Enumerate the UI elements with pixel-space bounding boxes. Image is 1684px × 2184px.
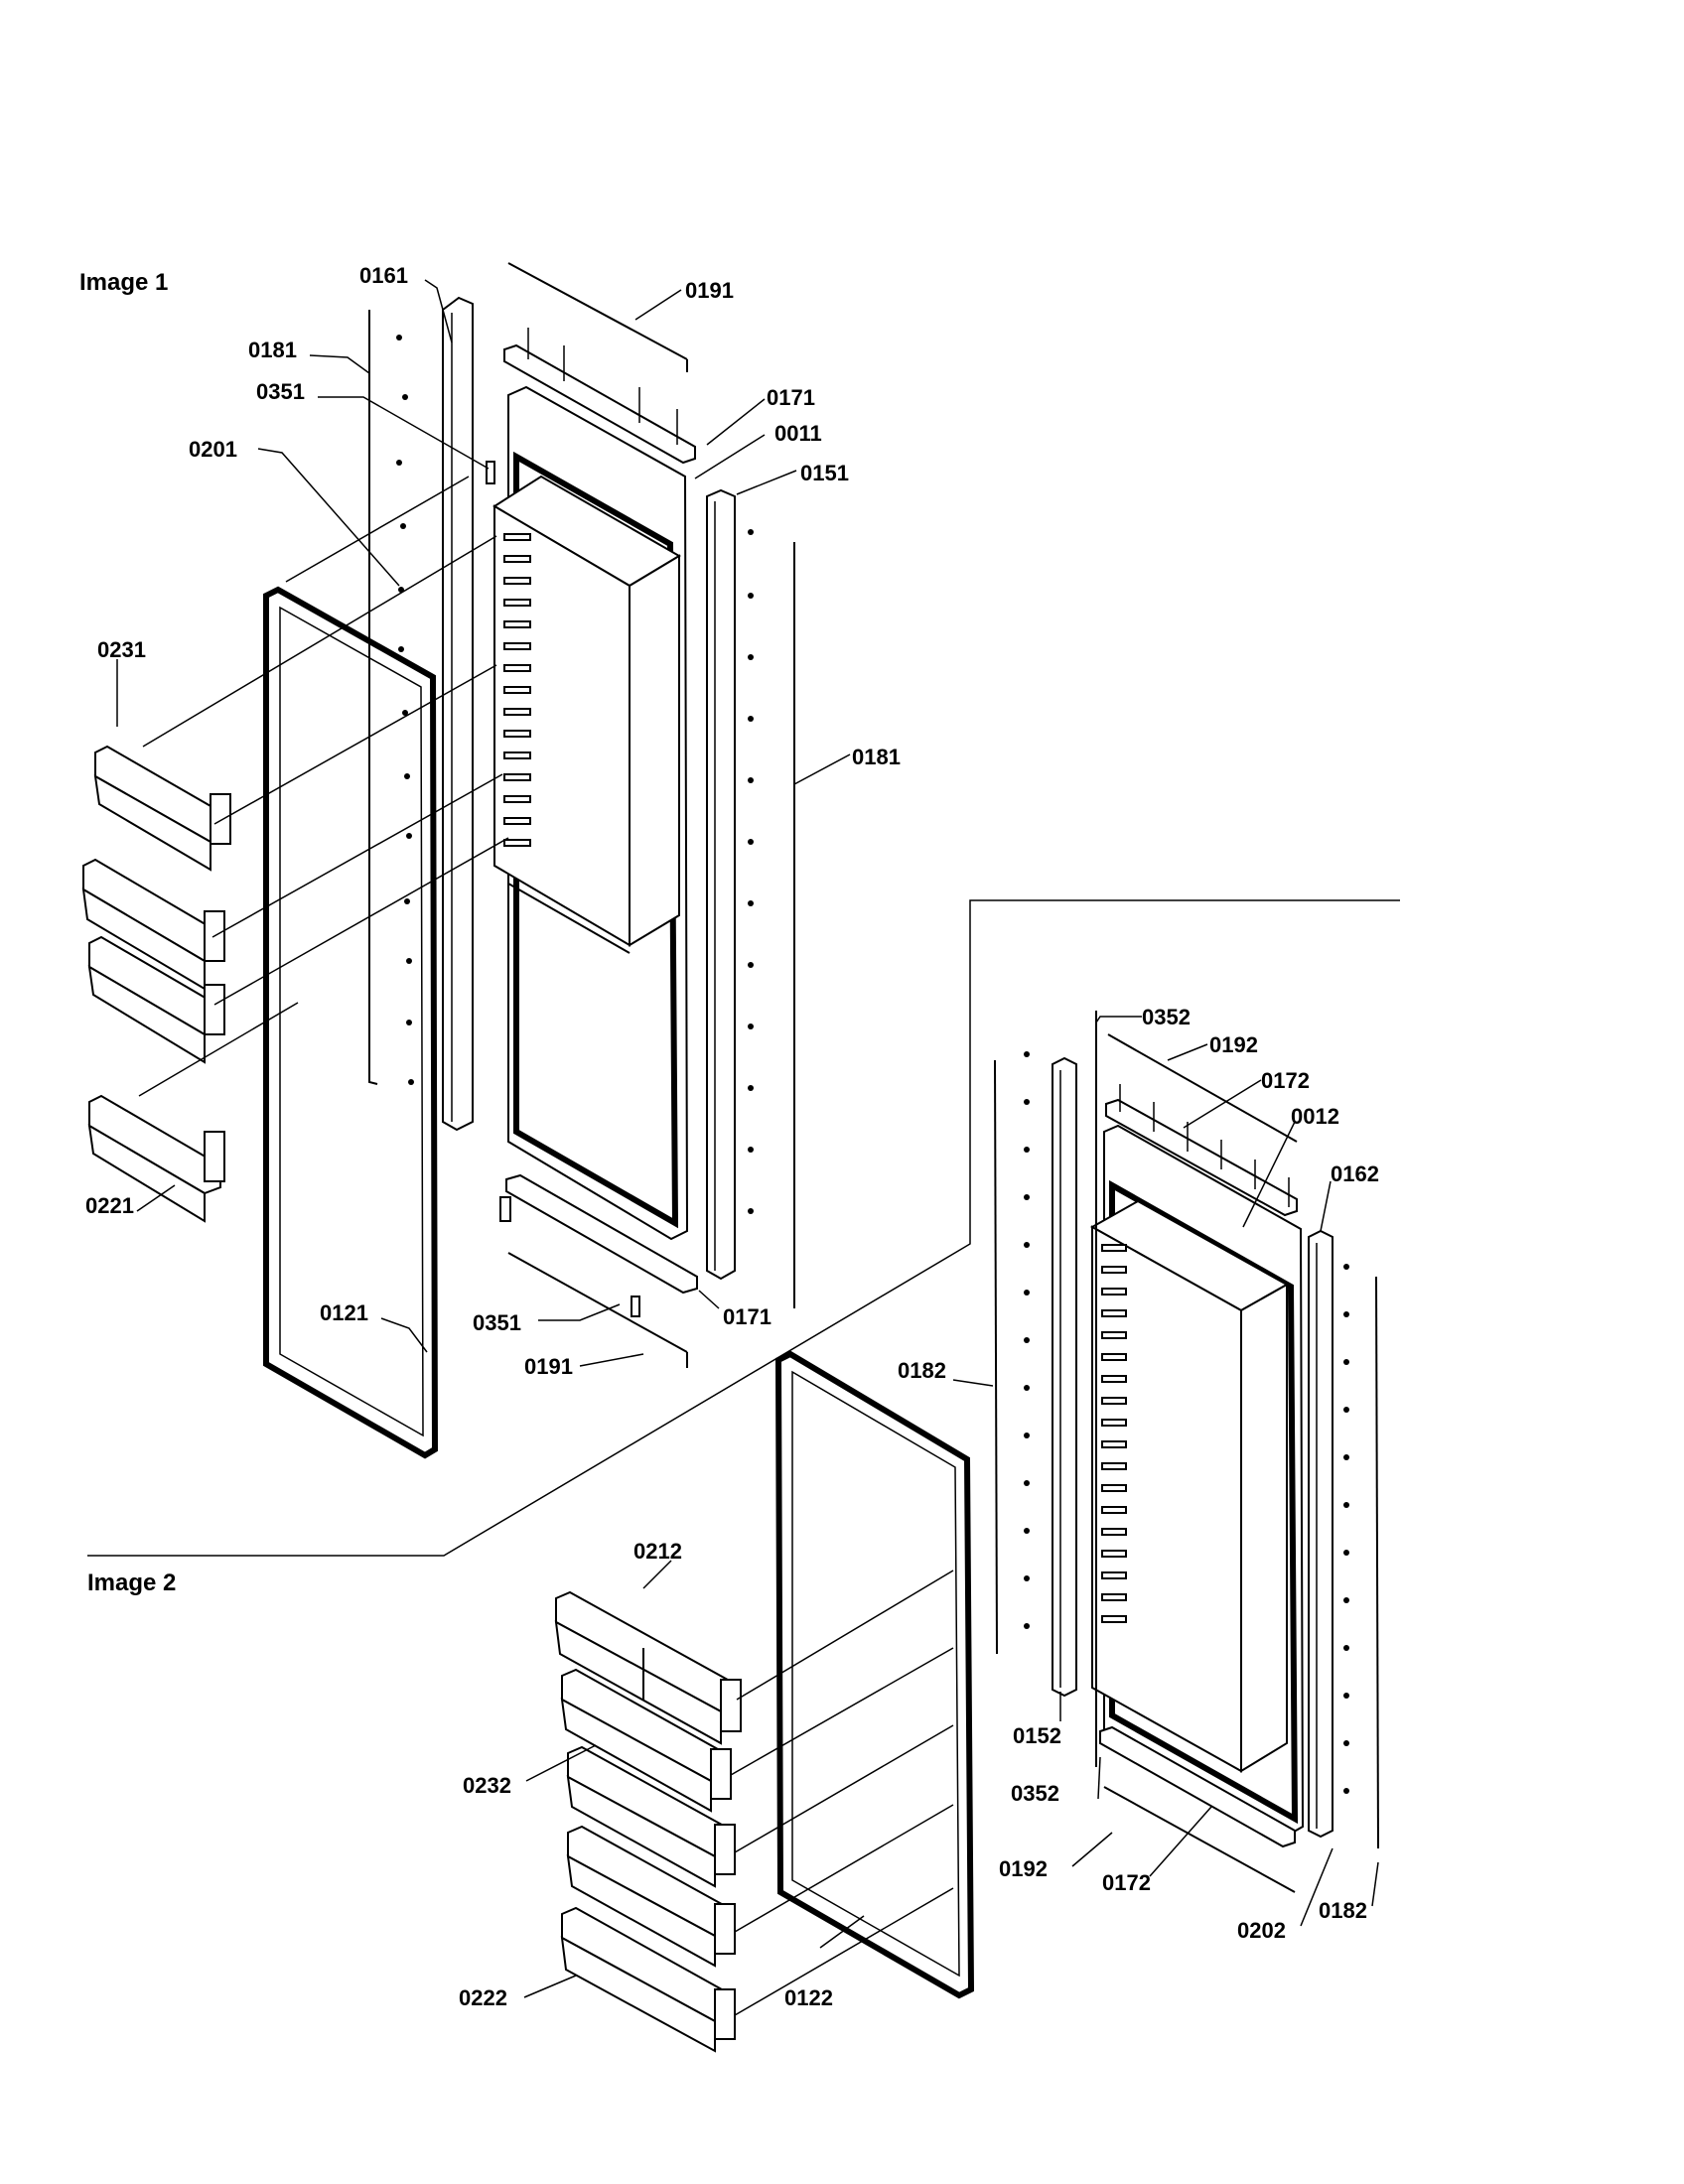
door-bin-4-image-2 <box>566 1825 736 1968</box>
hinge-strip-0161 <box>442 296 474 1132</box>
label-0191-bottom: 0191 <box>524 1354 573 1379</box>
label-0152: 0152 <box>1013 1723 1061 1748</box>
label-0151: 0151 <box>800 461 849 485</box>
door-gasket-inner-2 <box>791 1370 960 1978</box>
door-bin-0222 <box>560 1906 736 2053</box>
stop-pin-0351-top <box>486 461 495 484</box>
door-bin-0232 <box>560 1668 732 1813</box>
image-2-title: Image 2 <box>87 1570 176 1596</box>
label-0171-top: 0171 <box>767 385 815 410</box>
door-bin-0221 <box>87 1094 225 1223</box>
section-divider <box>87 899 1400 1557</box>
trim-strip-0181-left <box>368 310 378 1085</box>
label-0352-bottom: 0352 <box>1011 1781 1059 1806</box>
top-cap-0171 <box>503 343 696 465</box>
label-0192-top: 0192 <box>1209 1032 1258 1057</box>
liner-divider <box>507 883 631 954</box>
label-0161: 0161 <box>359 263 408 288</box>
label-0351-top: 0351 <box>256 379 305 404</box>
label-0352-top: 0352 <box>1142 1005 1191 1029</box>
door-gasket-inner <box>279 606 424 1437</box>
image-1-title: Image 1 <box>79 269 168 296</box>
image-1-leader-lines <box>116 279 851 1367</box>
bottom-channel-0192 <box>1103 1786 1296 1893</box>
image-2-assembly <box>554 1011 1379 2053</box>
door-bin-0231 <box>93 745 231 872</box>
label-0202: 0202 <box>1237 1918 1286 1943</box>
shelf-hook-column <box>503 533 531 847</box>
label-0191-top: 0191 <box>685 278 734 303</box>
label-0011: 0011 <box>774 421 822 446</box>
door-gasket-0122 <box>774 1350 975 1999</box>
bottom-cap-0172 <box>1099 1725 1296 1848</box>
stop-pin-0351-lower <box>631 1296 640 1317</box>
label-0181-left: 0181 <box>248 338 297 362</box>
image-1-part-labels: 0161 0191 0181 0351 0171 0011 0201 0151 … <box>85 263 901 1379</box>
label-0212: 0212 <box>633 1539 682 1564</box>
top-screws-image-2 <box>1119 1084 1290 1207</box>
label-0232: 0232 <box>463 1773 511 1798</box>
label-0182-right: 0182 <box>1319 1898 1367 1923</box>
door-bin-3 <box>87 935 225 1064</box>
screw-row-left <box>396 335 414 1085</box>
bottom-cap-0171 <box>505 1173 698 1295</box>
door-bin-0212 <box>554 1590 742 1745</box>
label-0162: 0162 <box>1331 1161 1379 1186</box>
image-2-part-labels: 0352 0192 0172 0012 0162 0182 0212 0232 … <box>459 1005 1379 2010</box>
door-inner-frame <box>513 451 679 1229</box>
trim-strip-0182-right <box>1375 1276 1379 1849</box>
label-0231: 0231 <box>97 637 146 662</box>
label-0121: 0121 <box>320 1300 368 1325</box>
label-0221: 0221 <box>85 1193 134 1218</box>
label-0172-bottom: 0172 <box>1102 1870 1151 1895</box>
top-channel-0191 <box>507 262 688 360</box>
label-0172-top: 0172 <box>1261 1068 1310 1093</box>
label-0182-left: 0182 <box>898 1358 946 1383</box>
trim-strip-0182-left <box>994 1059 998 1655</box>
shelf-hook-column-2 <box>1101 1244 1127 1623</box>
door-liner-2-front <box>1240 1283 1288 1773</box>
bottom-channel-0191 <box>507 1252 688 1353</box>
assembly-guide-lines <box>138 476 509 1097</box>
label-0351-bottom: 0351 <box>473 1310 521 1335</box>
door-bin-3-image-2 <box>566 1745 736 1888</box>
hinge-strip-0152 <box>1052 1056 1077 1698</box>
assembly-guide-lines-2 <box>730 1570 954 2016</box>
top-screws <box>527 328 678 445</box>
top-channel-0192 <box>1107 1033 1298 1143</box>
label-0181-right: 0181 <box>852 745 901 769</box>
hinge-strip-0162 <box>1308 1229 1333 1839</box>
label-0192-bottom: 0192 <box>999 1856 1048 1881</box>
image-1-assembly <box>81 262 795 1459</box>
screw-row-image-2-right <box>1343 1264 1349 1794</box>
label-0201: 0201 <box>189 437 237 462</box>
label-0122: 0122 <box>784 1985 833 2010</box>
label-0171-bottom: 0171 <box>723 1304 772 1329</box>
screw-row-image-2-left <box>1024 1051 1030 1629</box>
door-liner-2-side <box>1091 1225 1242 1773</box>
stop-pin-0351-bottom <box>499 1196 511 1222</box>
label-0222: 0222 <box>459 1985 507 2010</box>
door-gasket-0121 <box>263 586 439 1459</box>
screw-row-right <box>748 529 754 1214</box>
image-2-leader-lines <box>523 1016 1379 1998</box>
label-0012: 0012 <box>1291 1104 1339 1129</box>
door-liner-front <box>629 554 680 947</box>
hinge-strip-0151 <box>706 488 736 1281</box>
